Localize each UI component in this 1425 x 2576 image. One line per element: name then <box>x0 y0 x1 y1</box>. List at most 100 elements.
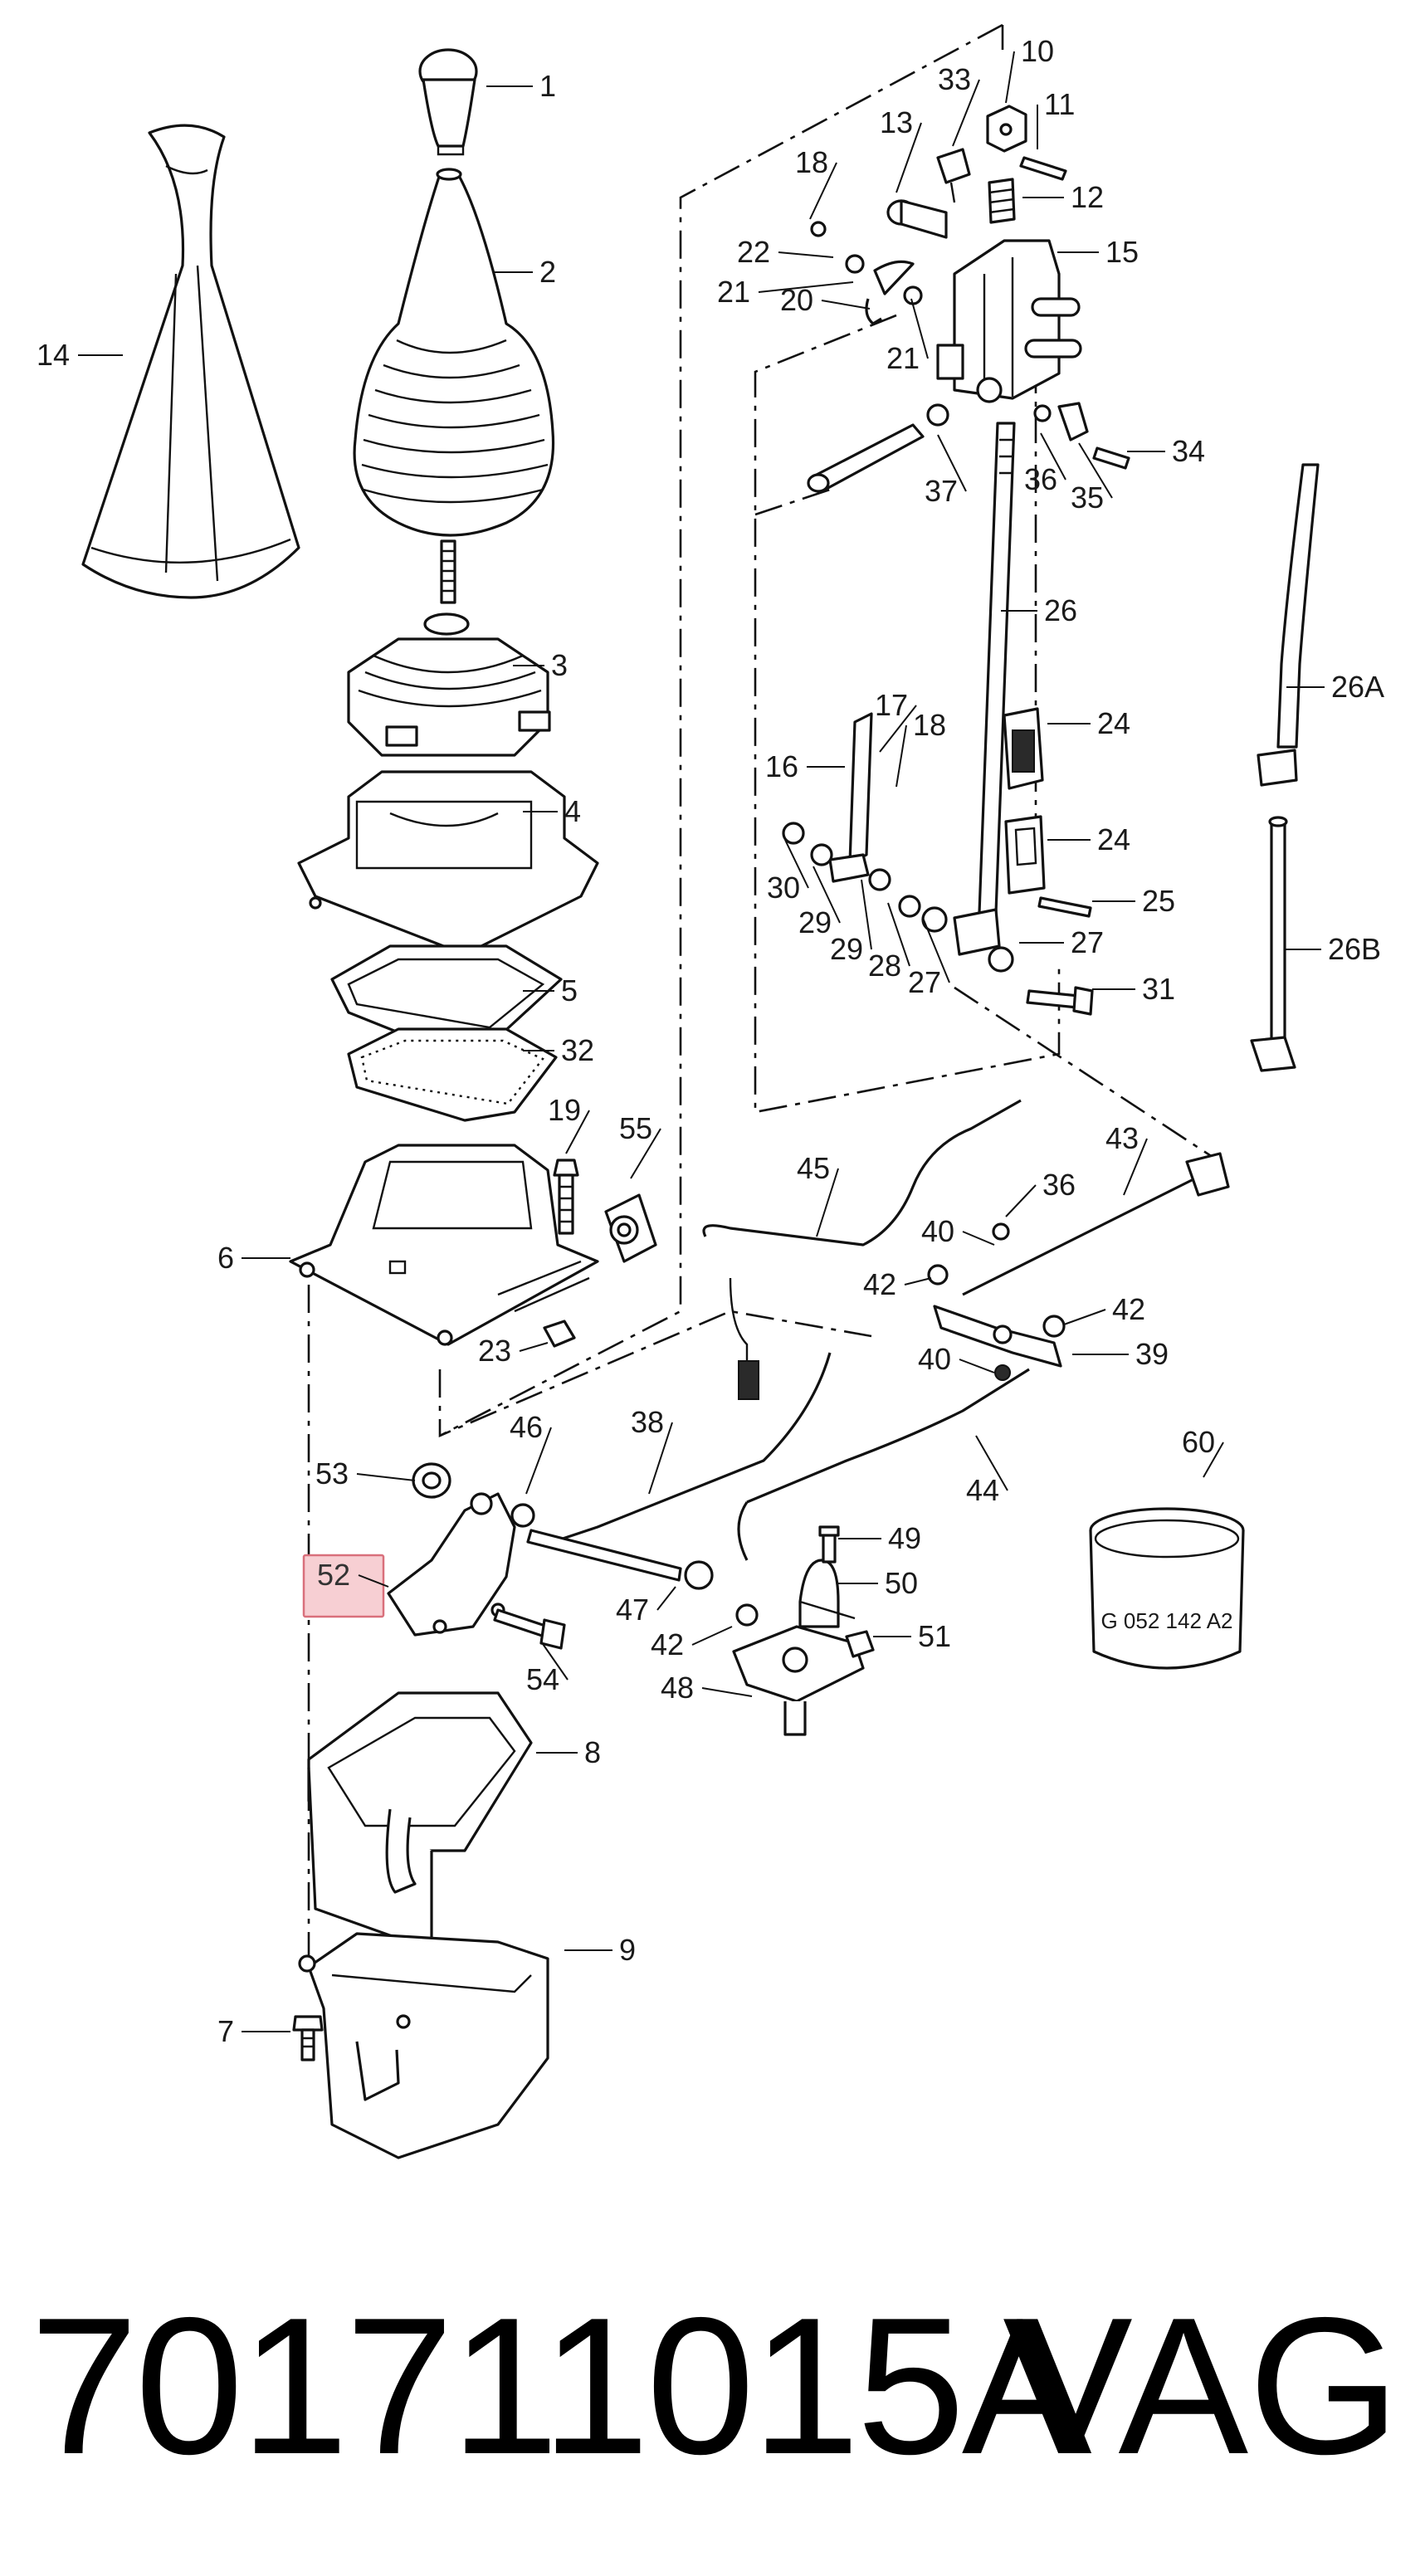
gasket-5 <box>330 944 563 1054</box>
callout-c40a: 40 <box>921 1214 954 1248</box>
callout-c29b: 29 <box>830 932 863 966</box>
pin-25 <box>1037 896 1092 918</box>
callout-c47: 47 <box>616 1593 649 1627</box>
callout-c36b: 36 <box>1042 1168 1076 1202</box>
leader-line-c21a <box>758 281 854 293</box>
parts-36-35-34 <box>1033 402 1130 470</box>
callout-c42b: 42 <box>1112 1292 1145 1326</box>
rod-43 <box>962 1152 1230 1296</box>
selector-rod-47 <box>526 1529 714 1590</box>
leader-line-c42b <box>1063 1309 1106 1325</box>
leader-line-c33 <box>952 79 980 147</box>
callout-c44: 44 <box>966 1473 999 1507</box>
cable-44 <box>746 1368 1030 1504</box>
callout-c48: 48 <box>661 1671 694 1705</box>
mounting-bracket-8 <box>307 1691 533 1952</box>
part-number: 701711015A <box>30 2276 1092 2495</box>
shift-lever-26 <box>953 422 1016 956</box>
pin-13 <box>886 199 948 239</box>
callout-c19: 19 <box>548 1093 581 1127</box>
callout-c28: 28 <box>868 949 901 983</box>
leader-line-c53 <box>356 1473 416 1481</box>
clamp-block-10 <box>986 105 1027 153</box>
callout-c45: 45 <box>797 1151 830 1185</box>
leader-line-c48 <box>701 1687 753 1697</box>
callout-c18a: 18 <box>795 145 828 179</box>
callout-c8: 8 <box>584 1735 601 1769</box>
guide-block-24-top <box>1003 707 1044 790</box>
callout-c54: 54 <box>526 1662 559 1696</box>
screw-7 <box>292 2015 324 2061</box>
gear-knob-1 <box>418 48 478 156</box>
leader-line-c40a <box>962 1231 995 1246</box>
callout-c9: 9 <box>619 1933 636 1967</box>
callout-c52: 52 <box>317 1558 350 1592</box>
inner-boot-3 <box>347 612 551 757</box>
callout-c37: 37 <box>925 474 958 508</box>
bushes-27-30 <box>782 822 1014 973</box>
callout-c26: 26 <box>1044 593 1077 627</box>
nut-51 <box>845 1630 875 1658</box>
leader-line-c36b <box>1005 1184 1037 1217</box>
callout-c22: 22 <box>737 235 770 269</box>
relay-lever-39 <box>927 1222 1066 1381</box>
leader-line-c42c <box>691 1626 733 1646</box>
leader-line-c44 <box>975 1435 1008 1491</box>
callout-c4: 4 <box>564 794 581 828</box>
small-parts-18-22-21-20 <box>810 221 923 325</box>
bolt-19 <box>553 1159 579 1235</box>
lever-26B <box>1250 816 1296 1072</box>
threaded-stud <box>440 539 456 604</box>
leader-line-c55 <box>630 1128 661 1179</box>
callout-c16: 16 <box>765 749 798 783</box>
callout-c31: 31 <box>1142 972 1175 1006</box>
callout-c27a: 27 <box>908 965 941 999</box>
bush-55 <box>604 1193 657 1263</box>
callout-c36a: 36 <box>1024 462 1057 496</box>
leader-line-c23 <box>519 1342 549 1352</box>
callout-c6: 6 <box>217 1241 234 1275</box>
leader-line-c54 <box>540 1641 569 1681</box>
drum-label: G 052 142 A2 <box>1100 1608 1232 1633</box>
leader-line-c10 <box>1005 51 1015 104</box>
shift-boot-14 <box>81 124 300 599</box>
rubber-mount-53 <box>412 1462 451 1499</box>
callout-c51: 51 <box>918 1619 951 1653</box>
callout-c5: 5 <box>561 973 578 1007</box>
leader-line-c13 <box>896 122 922 193</box>
callout-c17: 17 <box>875 688 908 722</box>
callout-c25: 25 <box>1142 884 1175 918</box>
guide-block-24-bottom <box>1004 815 1046 895</box>
cover-9 <box>298 1932 549 2159</box>
leader-line-c36a <box>1040 432 1066 481</box>
callout-c13: 13 <box>880 105 913 139</box>
bracket-52 <box>387 1492 516 1637</box>
leader-line-c17 <box>879 705 917 753</box>
callout-c2: 2 <box>539 255 556 289</box>
callout-c18b: 18 <box>913 708 946 742</box>
leader-line-c38 <box>648 1422 673 1495</box>
bolt-31 <box>1026 986 1094 1016</box>
exploded-parts-diagram: G 052 142 A2 123453214619552310331113181… <box>37 23 1384 2159</box>
leader-line-c20 <box>821 300 871 310</box>
callout-c34: 34 <box>1172 434 1205 468</box>
bolt-54 <box>493 1608 566 1650</box>
callout-c23: 23 <box>478 1334 511 1368</box>
callout-c20: 20 <box>780 283 813 317</box>
leader-line-c43 <box>1123 1138 1148 1196</box>
callout-c38: 38 <box>631 1405 664 1439</box>
shift-rod-front <box>807 377 1003 493</box>
callout-c7: 7 <box>217 2014 234 2048</box>
callout-c49: 49 <box>888 1521 921 1555</box>
leader-line-c29a <box>813 866 841 924</box>
brand-name: VAG <box>1003 2276 1400 2495</box>
callout-c14: 14 <box>37 338 70 372</box>
callout-c32: 32 <box>561 1033 594 1067</box>
nut-23 <box>543 1320 576 1348</box>
callout-c35: 35 <box>1071 481 1104 515</box>
leader-line-c40b <box>959 1359 995 1373</box>
callout-c10: 10 <box>1021 34 1054 68</box>
clip-33 <box>936 148 971 203</box>
callout-c43: 43 <box>1105 1121 1139 1155</box>
